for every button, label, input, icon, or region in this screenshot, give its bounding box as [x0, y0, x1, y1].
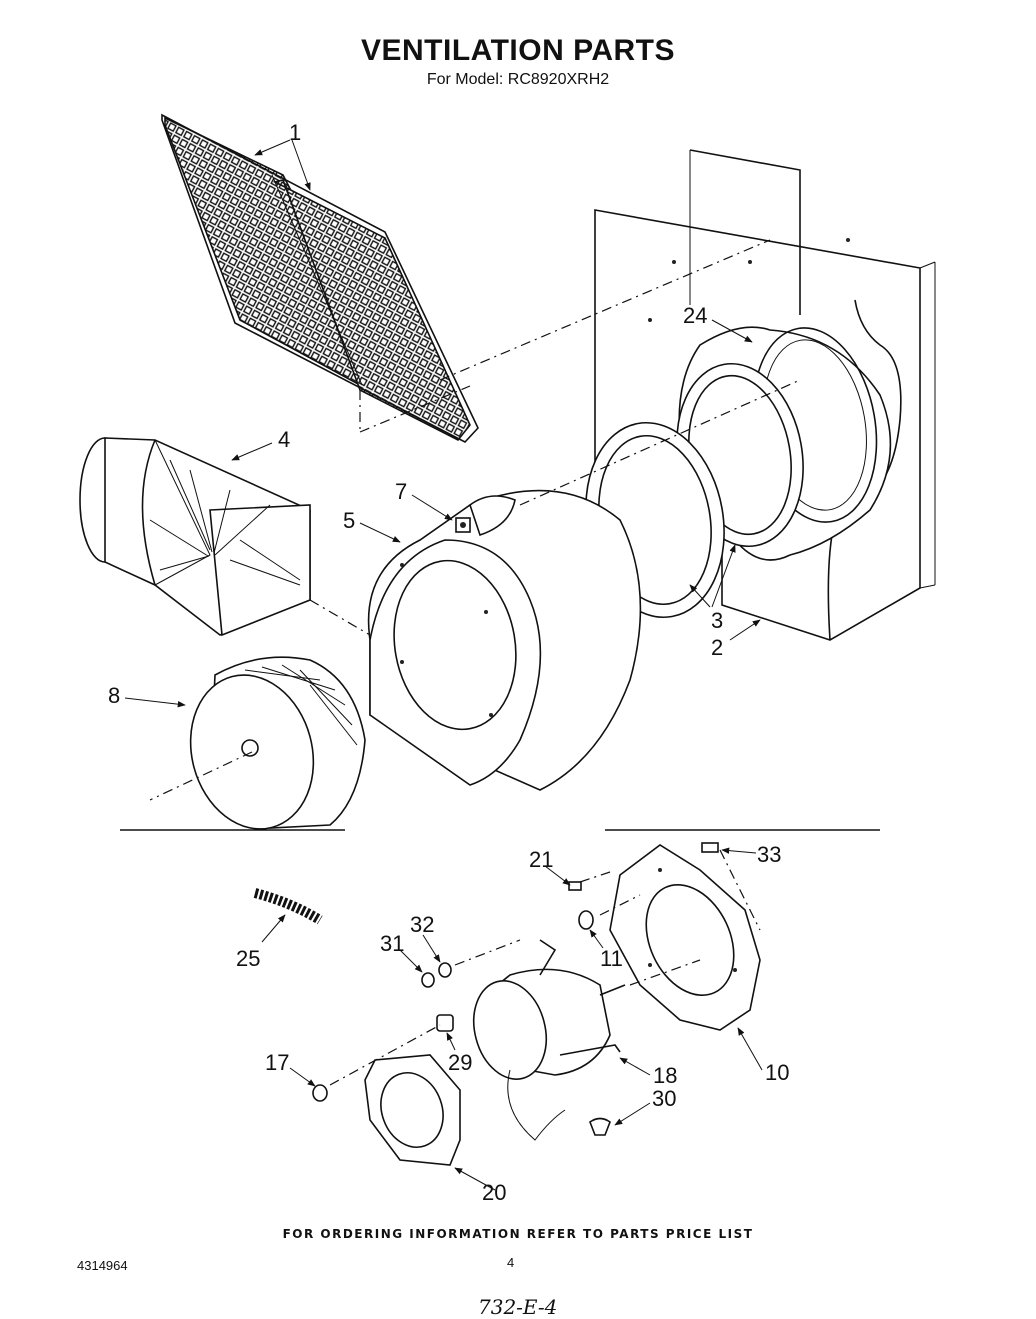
- callout-17: 17: [265, 1050, 289, 1075]
- callout-31: 31: [380, 931, 404, 956]
- handwritten-code: 732-E-4: [478, 1295, 558, 1319]
- grommet-part: [578, 910, 594, 930]
- callout-3: 3: [711, 608, 723, 633]
- screw-part: [568, 881, 582, 891]
- callout-5: 5: [343, 508, 355, 533]
- callout-24: 24: [683, 303, 707, 328]
- callout-7: 7: [395, 479, 407, 504]
- callout-30: 30: [652, 1086, 676, 1111]
- screw-part: [701, 842, 719, 853]
- ordering-note: FOR ORDERING INFORMATION REFER TO PARTS …: [282, 1227, 754, 1241]
- callout-labels: 1 24 4 7 5 3 2 8 21 33 32 31 25 11 17 29…: [108, 120, 789, 1205]
- blower-wheel-part: [149, 656, 366, 830]
- motor-part: [473, 939, 626, 1141]
- gasket-ring-part: [585, 362, 804, 619]
- grease-filter-part: [161, 113, 479, 443]
- callout-33: 33: [757, 842, 781, 867]
- cap-part: [589, 1117, 611, 1136]
- callout-32: 32: [410, 912, 434, 937]
- model-line: For Model: RC8920XRH2: [426, 71, 610, 88]
- blower-housing-part: [367, 489, 642, 791]
- callout-2: 2: [711, 635, 723, 660]
- callout-1: 1: [289, 120, 301, 145]
- screw-part: [455, 517, 471, 533]
- callout-10: 10: [765, 1060, 789, 1085]
- nut-part: [312, 1084, 328, 1102]
- hose-part: [253, 888, 323, 925]
- callout-25: 25: [236, 946, 260, 971]
- callout-29: 29: [448, 1050, 472, 1075]
- motor-bracket-part: [364, 1054, 461, 1166]
- callout-18: 18: [653, 1063, 677, 1088]
- page-number: 4: [507, 1255, 515, 1270]
- document-number: 4314964: [77, 1258, 128, 1273]
- assembly-axis-lines: [329, 239, 801, 1086]
- nut-part: [421, 962, 452, 988]
- inlet-duct-part: [79, 437, 371, 637]
- leader-lines: [124, 139, 763, 1191]
- page-title: VENTILATION PARTS: [360, 34, 676, 67]
- callout-8: 8: [108, 683, 120, 708]
- spacer-part: [436, 1014, 454, 1032]
- callout-11: 11: [600, 946, 623, 971]
- callout-21: 21: [529, 847, 553, 872]
- callout-4: 4: [278, 427, 290, 452]
- motor-plate-part: [609, 844, 761, 1031]
- callout-20: 20: [482, 1180, 506, 1205]
